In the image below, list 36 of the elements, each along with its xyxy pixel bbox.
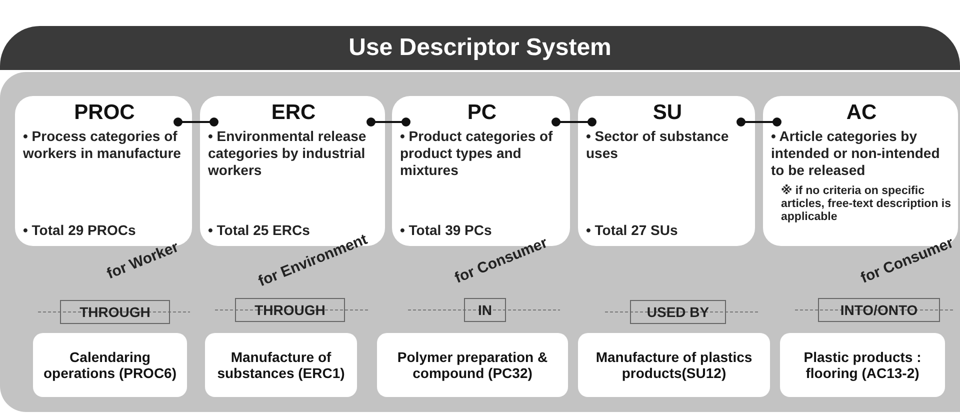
- card-heading: SU: [652, 100, 684, 126]
- example-text: Manufacture of plastics products(SU12): [594, 348, 754, 382]
- example-text: Manufacture of substances (ERC1): [216, 348, 346, 382]
- card-heading: PC: [466, 100, 498, 126]
- card-heading: PROC: [73, 100, 136, 126]
- card-description: • Article categories by intended or non-intended to be released: [771, 128, 941, 179]
- example-box: [377, 333, 568, 397]
- connector-line: [552, 118, 596, 126]
- card-heading: AC: [845, 100, 878, 126]
- relation-tag: THROUGH: [60, 300, 170, 324]
- example-text: Calendaring operations (PROC6): [42, 348, 178, 382]
- card-description: • Process categories of workers in manufacture: [23, 128, 182, 162]
- card-total: • Total 27 SUs: [586, 222, 679, 238]
- example-box: [205, 333, 357, 397]
- connector-line: [366, 118, 410, 126]
- relation-tag: THROUGH: [235, 298, 345, 322]
- category-card: [578, 96, 755, 246]
- connector-line: [174, 118, 218, 126]
- example-box: [780, 333, 945, 397]
- card-total: • Total 25 ERCs: [208, 222, 310, 238]
- card-description: • Product categories of product types and mixtures: [400, 128, 554, 179]
- relation-tag: USED BY: [630, 300, 726, 324]
- card-note: ※ if no criteria on specific articles, free-text description is applicable: [780, 184, 952, 224]
- relation-tag: INTO/ONTO: [818, 298, 940, 322]
- card-heading: ERC: [270, 100, 317, 126]
- card-description: • Sector of substance uses: [586, 128, 730, 162]
- connector-line: [736, 118, 782, 126]
- card-total: • Total 39 PCs: [400, 222, 493, 238]
- example-box: [578, 333, 770, 397]
- example-text: Plastic products : flooring (AC13-2): [802, 348, 922, 382]
- card-description: • Environmental release categories by industrial workers: [208, 128, 368, 179]
- example-text: Polymer preparation & compound (PC32): [396, 348, 549, 382]
- diagram-title: Use Descriptor System: [348, 34, 612, 62]
- relation-tag: IN: [464, 298, 506, 322]
- card-total: • Total 29 PROCs: [23, 222, 137, 238]
- example-box: [33, 333, 187, 397]
